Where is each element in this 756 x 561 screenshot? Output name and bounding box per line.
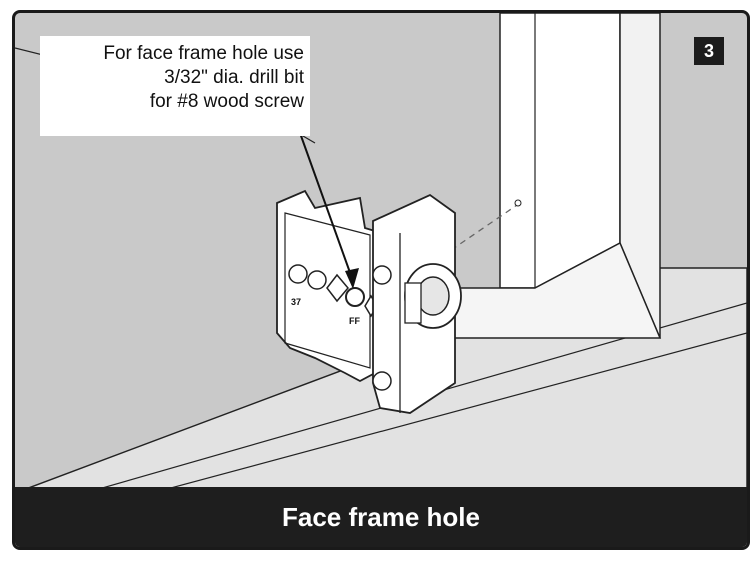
caption-bar: Face frame hole (15, 487, 747, 547)
illustration-frame: 37 FF For face frame hole use 3/32" dia.… (12, 10, 750, 550)
drill-target-point (514, 199, 522, 207)
block-screw-hole-top (372, 265, 392, 285)
marking-37: 37 (291, 297, 301, 307)
bracket-back-plate (276, 189, 376, 383)
step-number-badge: 3 (694, 37, 724, 65)
face-frame-stile (499, 13, 621, 289)
plate-hole-2 (307, 270, 327, 290)
bracket-inner-outline (284, 212, 371, 369)
drill-arrow-head (345, 268, 359, 289)
block-screw-hole-bottom (372, 371, 392, 391)
bottom-edge-line-2 (114, 332, 747, 504)
callout-line-2: 3/32" dia. drill bit (164, 67, 304, 88)
plate-square-hole (326, 273, 349, 303)
marking-ff: FF (349, 316, 360, 326)
plate-hole-1 (288, 264, 308, 284)
callout-line-3: for #8 wood screw (149, 91, 304, 112)
face-frame-screw-hole (345, 287, 365, 307)
adjuster-slot (404, 282, 422, 324)
drill-instruction-callout: For face frame hole use 3/32" dia. drill… (40, 36, 310, 136)
caption-text: Face frame hole (282, 501, 480, 532)
drill-arrow-shaft (299, 132, 354, 282)
adjuster-cam-center (416, 276, 450, 316)
callout-line-1: For face frame hole use (103, 43, 304, 64)
